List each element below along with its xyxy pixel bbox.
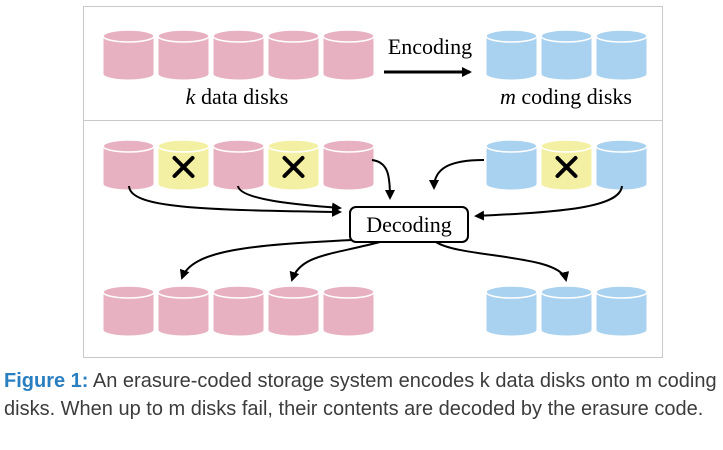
top-row-coding-disk-2 <box>540 29 593 81</box>
bottom-row-coding-disk-1 <box>485 285 538 337</box>
failure-x-icon <box>282 156 305 178</box>
middle-row-coding-disk-1 <box>485 139 538 191</box>
arrows-out-of-decoder <box>179 239 570 282</box>
top-row-data-disk-5 <box>322 29 375 81</box>
figure-caption: Figure 1: An erasure-coded storage syste… <box>4 367 720 423</box>
arrow-decoder-to-data-disk-2 <box>179 239 353 280</box>
middle-row-data-disk-3 <box>212 139 265 191</box>
bottom-row-data-disk-3 <box>212 285 265 337</box>
middle-row-data-disk-2-failed <box>157 139 210 191</box>
bottom-row-data-disk-1 <box>102 285 155 337</box>
coding-disks-text: coding disks <box>516 84 632 109</box>
encoding-label: Encoding <box>388 34 472 59</box>
arrows-into-decoder <box>128 159 623 221</box>
arrow-data-disk-1-to-decoder <box>128 185 342 217</box>
data-disks-var: k <box>186 84 197 109</box>
middle-row-data-disk-4-failed <box>267 139 320 191</box>
arrow-decoder-to-coding-disk-2 <box>435 241 570 282</box>
top-row-data-disk-1 <box>102 29 155 81</box>
arrow-coding-disk-1-to-decoder <box>429 159 485 190</box>
coding-disks-label: m coding disks <box>500 84 632 109</box>
middle-row-coding-disk-3 <box>595 139 648 191</box>
arrow-data-disk-5-to-decoder <box>371 159 395 200</box>
middle-row-data-disk-5 <box>322 139 375 191</box>
bottom-row-coding-disk-3 <box>595 285 648 337</box>
data-disks-text: data disks <box>195 84 288 109</box>
failure-x-icon <box>555 156 578 178</box>
erasure-code-diagram: Encoding k data disks m coding disks Dec… <box>102 29 648 337</box>
arrow-data-disk-3-to-decoder <box>237 185 342 213</box>
bottom-row-coding-disk-2 <box>540 285 593 337</box>
caption-text: An erasure-coded storage system encodes … <box>4 370 717 420</box>
bottom-row-data-disk-4 <box>267 285 320 337</box>
bottom-row-data-disk-5 <box>322 285 375 337</box>
middle-row-coding-disk-2-failed <box>540 139 593 191</box>
failure-x-icon <box>172 156 195 178</box>
arrow-coding-disk-3-to-decoder <box>474 185 623 221</box>
figure-frame <box>83 6 663 358</box>
decoding-label: Decoding <box>366 212 452 237</box>
decoder-box <box>349 206 469 243</box>
top-row-data-disk-4 <box>267 29 320 81</box>
middle-row-data-disk-1 <box>102 139 155 191</box>
top-row-coding-disk-1 <box>485 29 538 81</box>
caption-label: Figure 1: <box>4 370 89 392</box>
top-row-data-disk-2 <box>157 29 210 81</box>
top-row-data-disk-3 <box>212 29 265 81</box>
coding-disks-var: m <box>500 84 516 109</box>
figure-divider <box>83 120 663 121</box>
top-row-coding-disk-3 <box>595 29 648 81</box>
arrow-decoder-to-data-disk-4 <box>289 241 381 282</box>
data-disks-label: k data disks <box>186 84 289 109</box>
bottom-row-data-disk-2 <box>157 285 210 337</box>
